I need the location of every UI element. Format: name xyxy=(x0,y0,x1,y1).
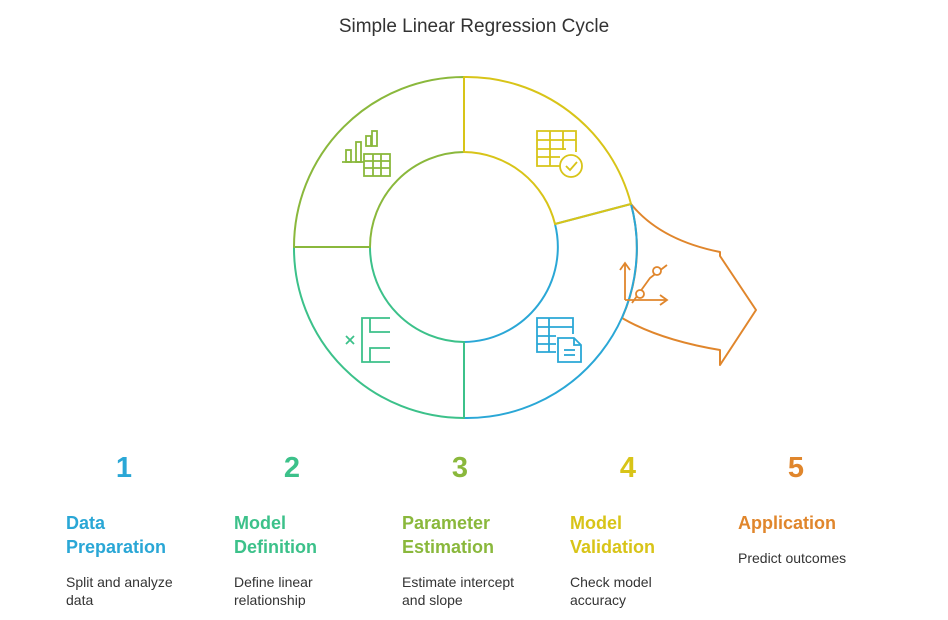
step-parameter-estimation: 3 Parameter Estimation Estimate intercep… xyxy=(402,452,562,609)
table-check-icon xyxy=(536,130,583,178)
step-heading-line: Validation xyxy=(570,537,656,557)
step-description: Check model accuracy xyxy=(570,573,730,609)
step-heading-line: Estimation xyxy=(402,537,495,557)
step-heading-line: Model xyxy=(570,513,622,533)
step-number: 2 xyxy=(283,452,301,484)
step-description-line: Predict outcomes xyxy=(738,550,847,566)
step-heading-line: Model xyxy=(234,513,286,533)
step-heading-line: Preparation xyxy=(66,537,167,557)
scatter-trend-icon xyxy=(619,261,669,306)
step-heading-line: Data xyxy=(66,513,106,533)
step-number: 1 xyxy=(115,452,133,484)
step-application: 5 Application Predict outcomes xyxy=(738,452,898,567)
step-description-line: Check model xyxy=(570,574,652,590)
bar-chart-table-icon xyxy=(342,130,391,177)
step-description: Define linear relationship xyxy=(234,573,394,609)
step-description-line: relationship xyxy=(234,592,306,608)
step-heading: Model Validation xyxy=(570,511,730,559)
step-heading-line: Parameter xyxy=(402,513,491,533)
step-heading: Parameter Estimation xyxy=(402,511,562,559)
diagram-title: Simple Linear Regression Cycle xyxy=(338,16,610,37)
step-heading: Application xyxy=(738,511,898,535)
step-description-line: and slope xyxy=(402,592,463,608)
step-heading-line: Application xyxy=(738,513,836,533)
segment-application xyxy=(621,203,757,366)
segment-model-definition xyxy=(292,246,465,419)
step-description-line: data xyxy=(66,592,94,608)
cycle-diagram xyxy=(292,75,757,420)
segment-data-preparation xyxy=(463,203,638,420)
step-data-preparation: 1 Data Preparation Split and analyze dat… xyxy=(66,452,226,609)
dataset-document-icon xyxy=(536,317,582,363)
segment-parameter-estimation xyxy=(293,76,465,248)
step-description-line: Estimate intercept xyxy=(402,574,515,590)
step-description: Estimate intercept and slope xyxy=(402,573,562,609)
step-number: 5 xyxy=(787,452,805,484)
step-heading: Model Definition xyxy=(234,511,394,559)
step-model-definition: 2 Model Definition Define linear relatio… xyxy=(234,452,394,609)
step-model-validation: 4 Model Validation Check model accuracy xyxy=(570,452,730,609)
step-heading: Data Preparation xyxy=(66,511,226,559)
step-description: Split and analyze data xyxy=(66,573,226,609)
step-description-line: accuracy xyxy=(570,592,627,608)
bracket-formula-icon xyxy=(345,317,390,363)
step-description-line: Define linear xyxy=(234,574,313,590)
step-number: 3 xyxy=(451,452,469,484)
segment-model-validation xyxy=(463,75,632,225)
step-description: Predict outcomes xyxy=(738,549,898,567)
step-number: 4 xyxy=(619,452,637,484)
step-description-line: Split and analyze xyxy=(66,574,173,590)
step-heading-line: Definition xyxy=(234,537,317,557)
